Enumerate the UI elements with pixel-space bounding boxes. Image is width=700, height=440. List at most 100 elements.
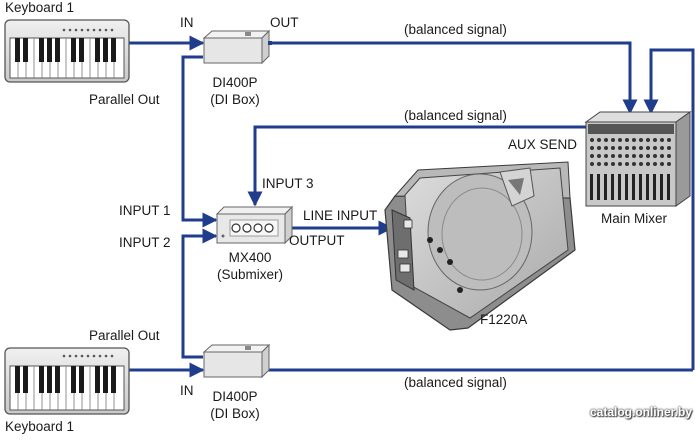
mixer-knob	[632, 162, 636, 166]
mixer-knob	[597, 138, 601, 142]
di-top-subtitle: (DI Box)	[210, 92, 260, 107]
mixer-knob	[590, 138, 594, 142]
di-top-name: DI400P	[212, 75, 258, 90]
mixer-knob	[618, 162, 622, 166]
mixer-knob	[646, 162, 650, 166]
mixer-knob	[590, 162, 594, 166]
mixer-knob	[597, 154, 601, 158]
mixer-knob	[590, 154, 594, 158]
mixer-knob	[618, 138, 622, 142]
mixer-knob	[597, 162, 601, 166]
mixer-knob	[646, 154, 650, 158]
mixer-knob	[604, 146, 608, 150]
monitor-name: F1220A	[480, 312, 528, 327]
cable-parallel-top-to-input1	[181, 55, 218, 228]
mixer-knob	[660, 154, 664, 158]
mixer-fader	[625, 174, 628, 200]
mixer-fader	[646, 174, 649, 200]
mixer-knob	[611, 138, 615, 142]
mixer-knob	[611, 146, 615, 150]
mixer-knob	[667, 146, 671, 150]
mixer-knob	[639, 146, 643, 150]
signal-middle-label: (balanced signal)	[404, 108, 507, 123]
mixer-knob	[667, 138, 671, 142]
mixer-knob	[646, 146, 650, 150]
mixer-fader	[639, 174, 642, 200]
mixer-knob	[632, 138, 636, 142]
di-top-out-jack	[268, 41, 272, 45]
aux-send-label: AUX SEND	[508, 137, 578, 152]
mixer-knob	[625, 138, 629, 142]
mixer-knob	[653, 146, 657, 150]
mixer-fader	[653, 174, 656, 200]
line-input-label: LINE INPUT	[303, 208, 378, 223]
mixer-fader	[618, 174, 621, 200]
keyboard-bottom-label: Keyboard 1	[5, 419, 75, 434]
output-label: OUTPUT	[289, 233, 345, 248]
mixer-knob	[597, 146, 601, 150]
submixer-mx400	[215, 205, 294, 245]
mixer-knob	[653, 138, 657, 142]
mixer-knob	[660, 162, 664, 166]
cable-di-top-to-mixer	[268, 41, 638, 115]
di-top-in-label: IN	[180, 15, 194, 30]
mixer-knob	[618, 146, 622, 150]
mixer-fader	[597, 174, 600, 200]
watermark: catalog.onliner.by	[589, 405, 692, 419]
di-top-out-label: OUT	[270, 15, 299, 30]
cable-parallel-bottom-to-input2	[181, 228, 218, 359]
di-bottom-subtitle: (DI Box)	[210, 406, 260, 421]
keyboard-bottom-parallel-out-label: Parallel Out	[89, 328, 160, 343]
mixer-knob	[611, 162, 615, 166]
mixer-fader	[632, 174, 635, 200]
mixer-knob	[660, 138, 664, 142]
mixer-fader	[660, 174, 663, 200]
mixer-knob	[604, 154, 608, 158]
keyboard-top	[4, 19, 130, 83]
mixer-knob	[611, 154, 615, 158]
main-mixer	[584, 111, 692, 207]
signal-top-label: (balanced signal)	[404, 22, 507, 37]
keyboard-top-label: Keyboard 1	[5, 0, 75, 15]
mixer-knob	[653, 154, 657, 158]
mixer-knob	[625, 146, 629, 150]
monitor-speaker-f1220a	[384, 161, 576, 331]
mixer-knob	[618, 154, 622, 158]
mixer-knob	[667, 162, 671, 166]
keyboard-top-parallel-out-label: Parallel Out	[89, 92, 160, 107]
mixer-knob	[590, 146, 594, 150]
di-box-top	[202, 29, 271, 65]
input1-label: INPUT 1	[119, 203, 171, 218]
main-mixer-label: Main Mixer	[601, 211, 668, 226]
submixer-subtitle: (Submixer)	[216, 267, 284, 282]
mixer-knob	[646, 138, 650, 142]
di-box-bottom	[202, 343, 271, 379]
mixer-knob	[632, 154, 636, 158]
mixer-knob	[639, 138, 643, 142]
mixer-knob	[639, 154, 643, 158]
cables	[128, 35, 695, 378]
mixer-knob	[653, 162, 657, 166]
cable-mixer-return	[643, 48, 695, 370]
mixer-fader	[611, 174, 614, 200]
mixer-knob	[667, 154, 671, 158]
keyboard-bottom	[4, 347, 130, 415]
mixer-fader	[590, 174, 593, 200]
input2-label: INPUT 2	[119, 235, 171, 250]
input3-label: INPUT 3	[262, 176, 314, 191]
signal-bottom-label: (balanced signal)	[404, 375, 507, 390]
mixer-knob	[639, 162, 643, 166]
mixer-fader	[604, 174, 607, 200]
mixer-knob	[660, 146, 664, 150]
mixer-fader	[667, 174, 670, 200]
di-bottom-in-label: IN	[180, 383, 194, 398]
mixer-knob	[604, 162, 608, 166]
cable-aux-send-to-input3	[247, 125, 598, 207]
mixer-knob	[604, 138, 608, 142]
mixer-knob	[625, 154, 629, 158]
di-bottom-name: DI400P	[212, 389, 258, 404]
mixer-knob	[625, 162, 629, 166]
submixer-name: MX400	[228, 250, 272, 265]
